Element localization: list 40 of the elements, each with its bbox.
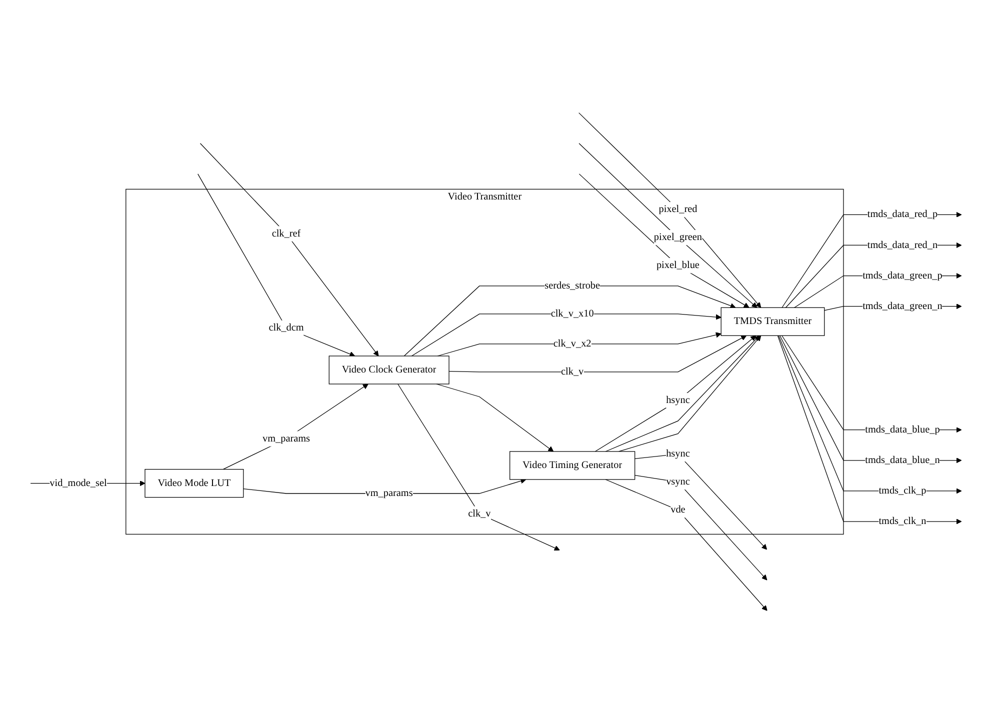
arrow (578, 112, 762, 308)
arrow (436, 384, 554, 452)
edge-label: clk_v_x10 (550, 308, 594, 320)
edge-label: pixel_red (658, 204, 698, 215)
edge-label: vsync (666, 476, 690, 488)
arrow (448, 336, 747, 372)
edge-label: tmds_data_red_p (867, 209, 938, 220)
edge-label: tmds_data_green_n (862, 300, 942, 312)
edge-label: tmds_clk_p (878, 485, 926, 496)
arrow (198, 174, 356, 357)
edge-label: pixel_green (654, 232, 702, 243)
arrow (200, 143, 379, 357)
arrow (634, 475, 768, 581)
edge-label: serdes_strobe (544, 280, 600, 292)
edge-label: clk_v_x2 (553, 338, 592, 350)
edge-label: hsync (666, 448, 690, 460)
edge-label: clk_v (561, 366, 584, 378)
edge-label: tmds_data_green_p (862, 270, 942, 282)
block-box: Video Timing Generator (510, 451, 636, 480)
edge-label: vde (670, 504, 686, 516)
edge-label: clk_ref (272, 228, 301, 240)
edge-label: vm_params (262, 433, 310, 444)
block-box: Video Clock Generator (328, 356, 450, 385)
block-box: TMDS Transmitter (720, 308, 825, 336)
edge-label: clk_dcm (268, 322, 304, 334)
edge-label: clk_v (468, 508, 491, 520)
edge-label: tmds_data_red_n (867, 240, 938, 251)
edge-label: tmds_data_blue_n (865, 454, 940, 466)
edge-label: tmds_clk_n (878, 516, 926, 527)
edge-label: vm_params (365, 488, 413, 499)
arrow (605, 479, 768, 612)
edge-label: vid_mode_sel (50, 478, 107, 489)
edge-label: pixel_blue (656, 260, 700, 271)
arrow (634, 454, 768, 550)
edge-label: hsync (666, 395, 690, 406)
arrow (578, 143, 758, 308)
block-box: Video Mode LUT (144, 469, 244, 498)
edge-label: tmds_data_blue_p (865, 424, 940, 436)
arrow (398, 384, 560, 551)
arrow (578, 174, 750, 308)
